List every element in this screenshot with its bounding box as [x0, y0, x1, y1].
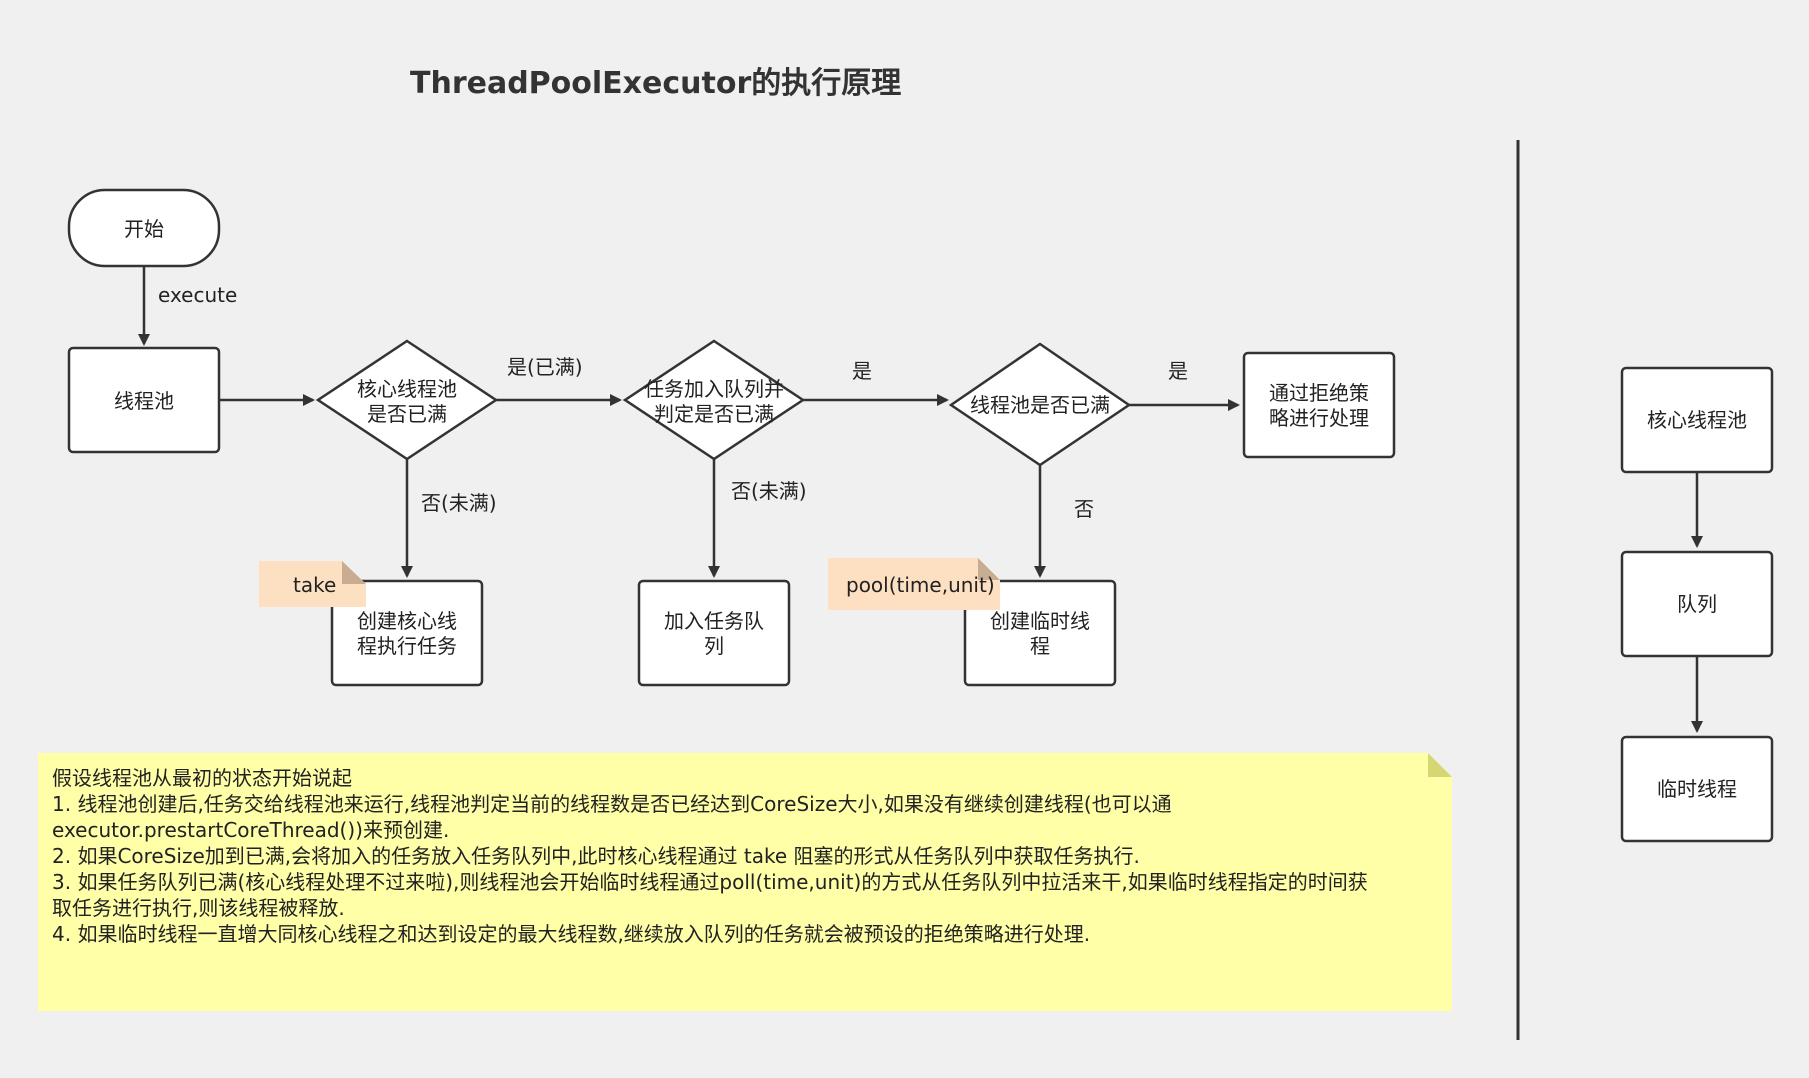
label-no-notfull-2: 否(未满) — [731, 479, 807, 503]
create-core-line1: 创建核心线 — [357, 609, 457, 633]
reject-node[interactable]: 通过拒绝策 略进行处理 — [1242, 351, 1396, 459]
decision-core-full[interactable]: 核心线程池 是否已满 — [315, 339, 499, 461]
reject-line1: 通过拒绝策 — [1269, 381, 1369, 405]
decision-queue-full[interactable]: 任务加入队列并 判定是否已满 — [622, 339, 806, 461]
note-line: 1. 线程池创建后,任务交给线程池来运行,线程池判定当前的线程数是否已经达到Co… — [52, 792, 1172, 816]
create-temp-line2: 程 — [1030, 634, 1050, 658]
decision-queue-line1: 任务加入队列并 — [644, 377, 784, 401]
label-no-notfull-1: 否(未满) — [421, 491, 497, 515]
start-node[interactable]: 开始 — [67, 188, 221, 268]
start-label: 开始 — [124, 217, 164, 241]
sidebar-core-pool[interactable]: 核心线程池 — [1620, 366, 1774, 474]
label-yes-full: 是(已满) — [507, 355, 583, 379]
note-line: 3. 如果任务队列已满(核心线程处理不过来啦),则线程池会开始临时线程通过pol… — [52, 870, 1368, 894]
decision-queue-line2: 判定是否已满 — [654, 402, 774, 426]
sidebar-temp-thread[interactable]: 临时线程 — [1620, 735, 1774, 843]
create-core-thread-node[interactable]: 创建核心线 程执行任务 — [330, 579, 484, 687]
take-tag: take — [259, 561, 366, 607]
add-queue-node[interactable]: 加入任务队 列 — [637, 579, 791, 687]
thread-pool-label: 线程池 — [114, 389, 174, 413]
note-line: 取任务进行执行,则该线程被释放. — [52, 896, 345, 920]
poll-tag: pool(time,unit) — [828, 558, 1000, 610]
execute-label: execute — [158, 283, 237, 307]
explanation-note: 假设线程池从最初的状态开始说起 1. 线程池创建后,任务交给线程池来运行,线程池… — [38, 753, 1452, 1011]
decision-core-line1: 核心线程池 — [357, 377, 457, 401]
decision-pool-label: 线程池是否已满 — [970, 393, 1110, 417]
note-line: executor.prestartCoreThread())来预创建. — [52, 818, 450, 842]
decision-pool-full[interactable]: 线程池是否已满 — [948, 342, 1132, 467]
note-line: 4. 如果临时线程一直增大同核心线程之和达到设定的最大线程数,继续放入队列的任务… — [52, 922, 1091, 946]
add-queue-line1: 加入任务队 — [664, 609, 764, 633]
poll-tag-label: pool(time,unit) — [846, 573, 995, 597]
sidebar-core-pool-label: 核心线程池 — [1647, 408, 1747, 432]
label-yes-2: 是 — [1168, 359, 1188, 383]
label-yes-1: 是 — [852, 359, 872, 383]
sidebar-queue[interactable]: 队列 — [1620, 550, 1774, 658]
create-core-line2: 程执行任务 — [357, 634, 457, 658]
create-temp-thread-node[interactable]: 创建临时线 程 — [963, 579, 1117, 687]
decision-core-line2: 是否已满 — [367, 402, 447, 426]
page-title: ThreadPoolExecutor的执行原理 — [410, 66, 902, 101]
reject-line2: 略进行处理 — [1269, 406, 1369, 430]
create-temp-line1: 创建临时线 — [990, 609, 1090, 633]
note-line: 假设线程池从最初的状态开始说起 — [52, 766, 352, 790]
thread-pool-node[interactable]: 线程池 — [67, 346, 221, 454]
label-no: 否 — [1074, 497, 1094, 521]
note-line: 2. 如果CoreSize加到已满,会将加入的任务放入任务队列中,此时核心线程通… — [52, 844, 1140, 868]
sidebar-temp-thread-label: 临时线程 — [1657, 777, 1737, 801]
take-tag-label: take — [293, 573, 336, 597]
add-queue-line2: 列 — [704, 634, 724, 658]
sidebar-queue-label: 队列 — [1677, 592, 1717, 616]
